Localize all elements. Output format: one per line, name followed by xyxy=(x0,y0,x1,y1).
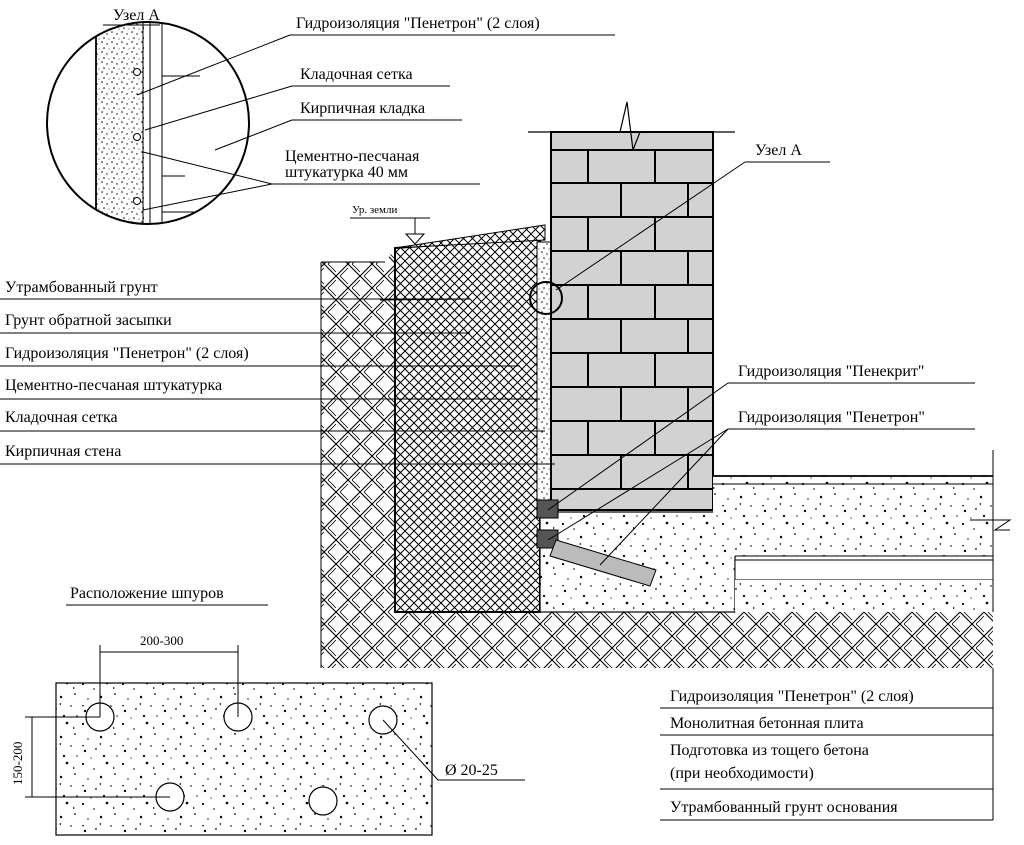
left-legend: Утрамбованный грунт Грунт обратной засып… xyxy=(0,279,555,465)
label-node-a-callout: Узел А xyxy=(755,142,802,159)
left-legend-item: Кладочная сетка xyxy=(5,409,118,426)
node-a-title: Узел А xyxy=(113,7,160,24)
label-masonry-mesh: Кладочная сетка xyxy=(300,66,413,83)
main-section: Узел А Ур. земли Гидроизоляция "Пенекрит… xyxy=(320,101,1012,668)
node-a-labels: Гидроизоляция "Пенетрон" (2 слоя) Кладоч… xyxy=(136,15,615,211)
label-penekrit: Гидроизоляция "Пенекрит" xyxy=(738,363,924,380)
label-ground-level: Ур. земли xyxy=(352,204,397,216)
right-legend-item: Утрамбованный грунт основания xyxy=(670,799,898,816)
dim-vertical: 150-200 xyxy=(10,742,25,785)
left-legend-item: Кирпичная стена xyxy=(5,443,121,460)
dim-horizontal: 200-300 xyxy=(140,633,183,648)
diameter-label: Ø 20-25 xyxy=(445,762,498,779)
label-hydro-penetron-2: Гидроизоляция "Пенетрон" (2 слоя) xyxy=(296,15,540,32)
left-legend-item: Цементно-песчаная штукатурка xyxy=(5,377,222,394)
label-cement-plaster-1: Цементно-песчаная xyxy=(285,148,420,165)
holes-title: Расположение шпуров xyxy=(70,585,224,602)
right-legend-item: Подготовка из тощего бетона xyxy=(670,742,869,759)
left-legend-item: Гидроизоляция "Пенетрон" (2 слоя) xyxy=(5,345,249,362)
left-legend-item: Утрамбованный грунт xyxy=(5,279,158,296)
hole xyxy=(308,786,338,816)
right-legend-item: Монолитная бетонная плита xyxy=(670,715,864,732)
label-brickwork: Кирпичная кладка xyxy=(300,100,425,117)
label-penetron: Гидроизоляция "Пенетрон" xyxy=(738,409,925,426)
label-cement-plaster-2: штукатурка 40 мм xyxy=(285,164,408,181)
left-legend-item: Грунт обратной засыпки xyxy=(5,312,172,329)
node-a-detail: Узел А xyxy=(46,7,250,225)
right-legend: Гидроизоляция "Пенетрон" (2 слоя) Моноли… xyxy=(660,668,994,821)
right-legend-item: Гидроизоляция "Пенетрон" (2 слоя) xyxy=(670,688,914,705)
holes-layout: Расположение шпуров 200-300 150-200 Ø 20… xyxy=(10,585,525,836)
right-legend-item: (при необходимости) xyxy=(670,765,814,782)
